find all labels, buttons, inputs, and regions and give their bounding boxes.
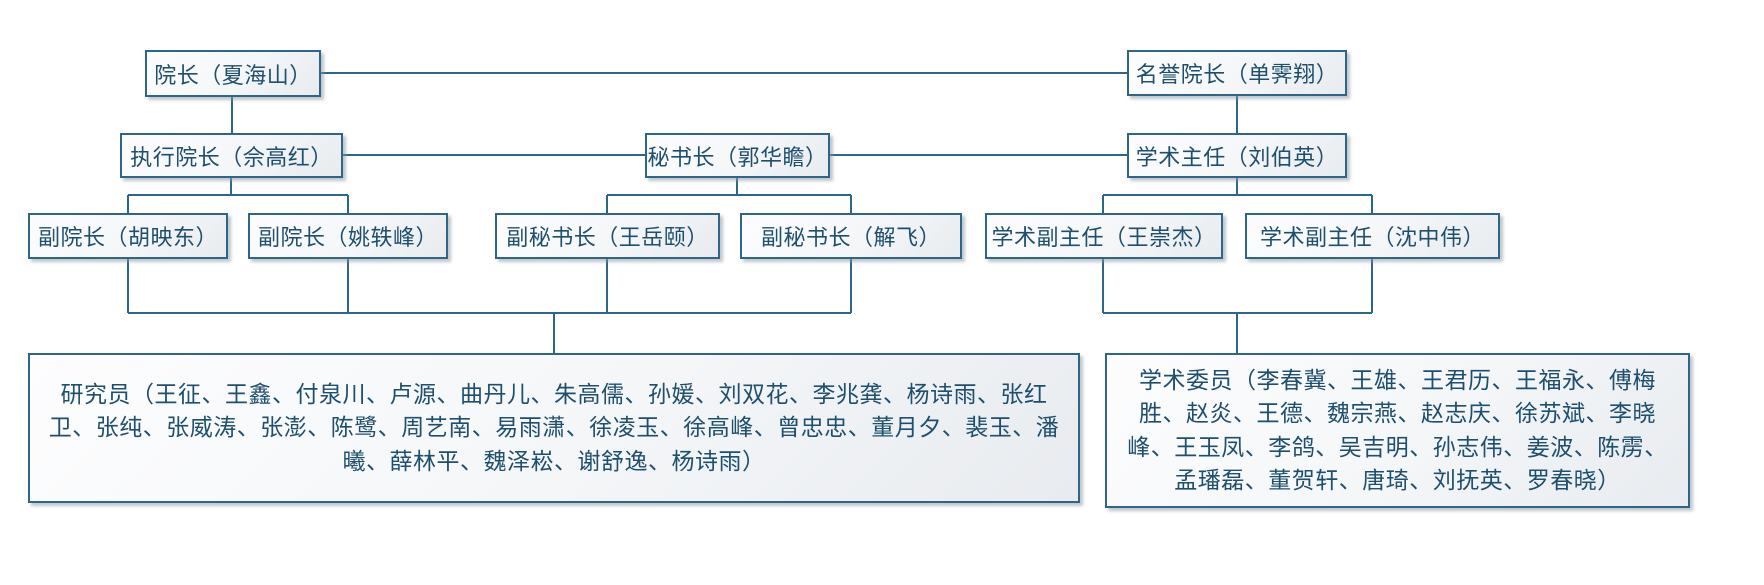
node-researchers: 研究员（王征、王鑫、付泉川、卢源、曲丹儿、朱高儒、孙媛、刘双花、李兆龚、杨诗雨、… xyxy=(28,353,1080,503)
node-academic-deputy-1: 学术副主任（王崇杰） xyxy=(985,213,1223,259)
node-academic-director: 学术主任（刘伯英） xyxy=(1127,133,1347,178)
node-academic-deputy-2: 学术副主任（沈中伟） xyxy=(1245,213,1500,259)
node-academic-committee: 学术委员（李春冀、王雄、王君历、王福永、傅梅胜、赵炎、王德、魏宗燕、赵志庆、徐苏… xyxy=(1105,353,1690,508)
node-deputy-secretary-1: 副秘书长（王岳颐） xyxy=(495,213,720,259)
node-executive-dean: 执行院长（佘高红） xyxy=(120,133,343,178)
node-deputy-secretary-2: 副秘书长（解飞） xyxy=(740,213,962,259)
node-secretary-general: 秘书长（郭华瞻） xyxy=(645,133,830,178)
node-vice-dean-1: 副院长（胡映东） xyxy=(28,213,228,259)
node-dean: 院长（夏海山） xyxy=(145,50,321,97)
node-honorary-dean: 名誉院长（单霁翔） xyxy=(1127,50,1347,96)
node-vice-dean-2: 副院长（姚轶峰） xyxy=(248,213,448,259)
